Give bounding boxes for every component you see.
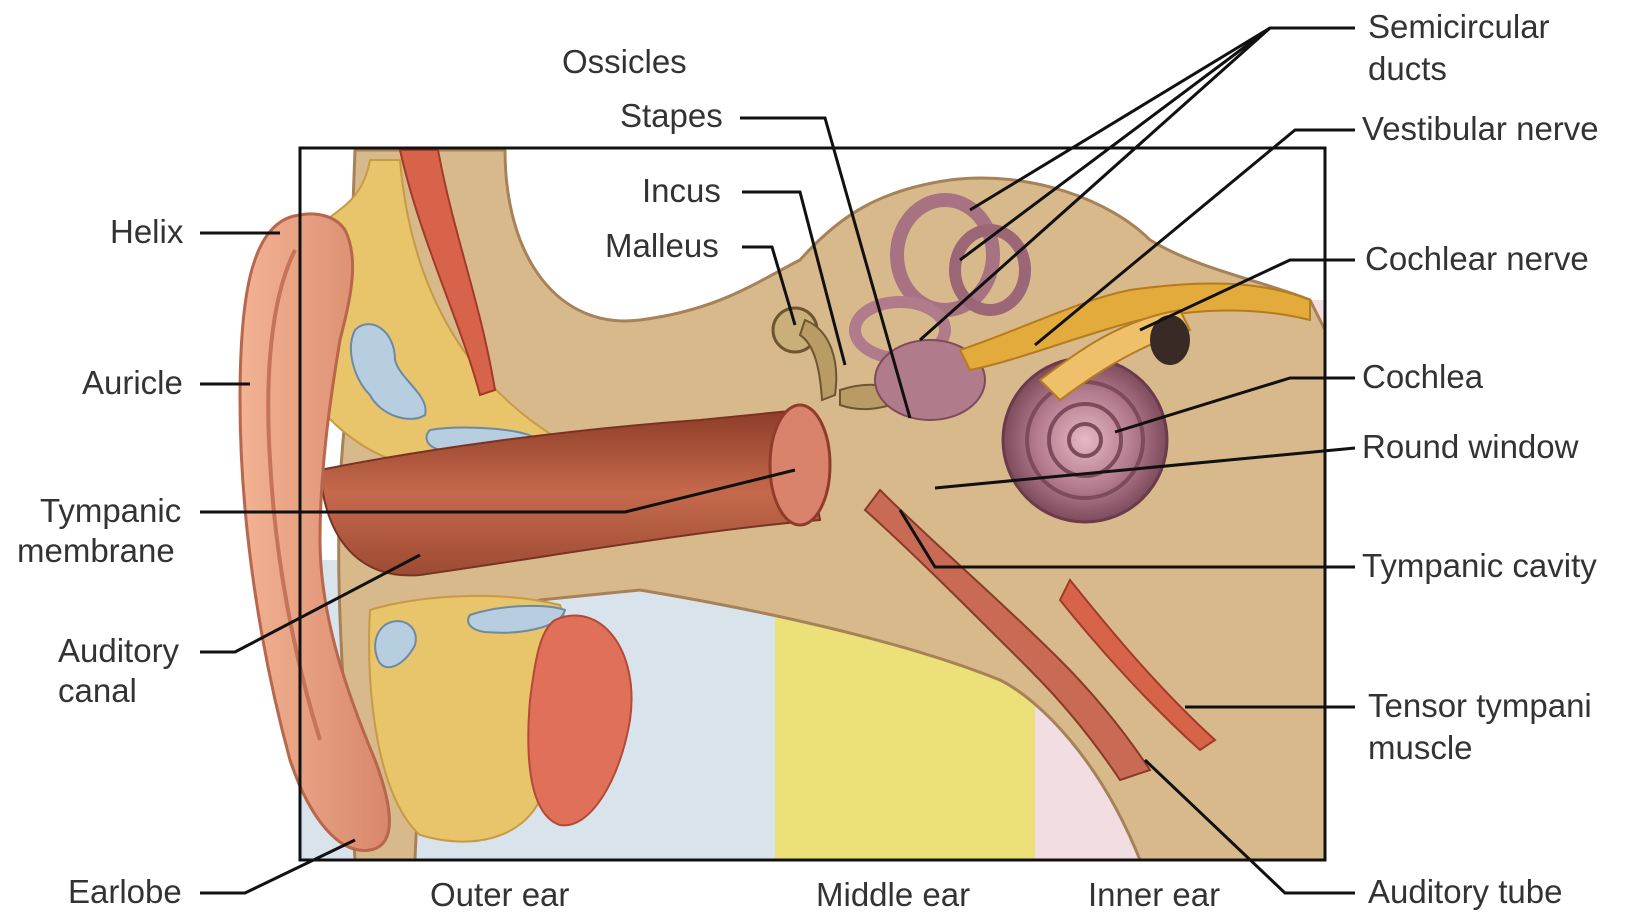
label-vestibular-nerve: Vestibular nerve <box>1362 110 1599 147</box>
label-stapes: Stapes <box>620 97 723 134</box>
label-earlobe: Earlobe <box>68 873 182 910</box>
label-tympanic-cavity: Tympanic cavity <box>1362 547 1597 584</box>
label-tensor-tympani-line1: Tensor tympani <box>1368 687 1592 724</box>
label-incus: Incus <box>642 172 721 209</box>
label-auricle: Auricle <box>82 364 183 401</box>
region-label-outer-ear: Outer ear <box>430 876 569 913</box>
region-label-inner-ear: Inner ear <box>1088 876 1220 913</box>
label-auditory-canal-line1: Auditory <box>58 632 180 669</box>
label-tympanic-line1: Tympanic <box>40 492 181 529</box>
label-cochlea: Cochlea <box>1362 358 1484 395</box>
label-tympanic-line2: membrane <box>17 532 175 569</box>
label-helix: Helix <box>110 213 184 250</box>
label-auditory-tube: Auditory tube <box>1368 873 1562 910</box>
eardrum <box>770 405 830 525</box>
label-cochlear-nerve: Cochlear nerve <box>1365 240 1589 277</box>
label-tensor-tympani-line2: muscle <box>1368 729 1473 766</box>
label-semicircular-line2: ducts <box>1368 50 1447 87</box>
label-semicircular-line1: Semicircular <box>1368 8 1550 45</box>
region-label-middle-ear: Middle ear <box>816 876 970 913</box>
label-round-window: Round window <box>1362 428 1579 465</box>
label-auditory-canal-line2: canal <box>58 672 137 709</box>
label-malleus: Malleus <box>605 227 719 264</box>
label-ossicles: Ossicles <box>562 43 687 80</box>
